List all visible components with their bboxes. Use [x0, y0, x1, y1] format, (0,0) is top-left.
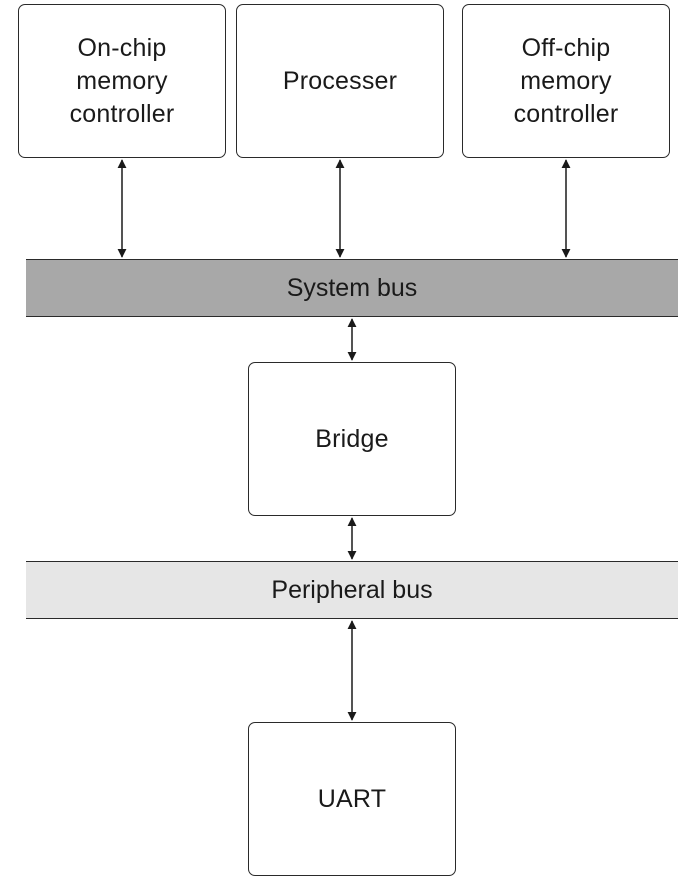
offchip-memory-controller-label: Off-chip memory controller	[513, 33, 619, 128]
uart-box: UART	[248, 722, 456, 876]
bridge-box: Bridge	[248, 362, 456, 516]
bridge-label: Bridge	[315, 424, 389, 453]
processor-box: Processer	[236, 4, 444, 158]
system-bus: System bus	[26, 259, 678, 317]
offchip-memory-controller-box: Off-chip memory controller	[462, 4, 670, 158]
system-bus-label: System bus	[286, 273, 418, 302]
onchip-memory-controller-box: On-chip memory controller	[18, 4, 226, 158]
onchip-memory-controller-label: On-chip memory controller	[69, 33, 175, 128]
processor-label: Processer	[282, 66, 398, 95]
peripheral-bus-label: Peripheral bus	[271, 575, 433, 604]
uart-label: UART	[317, 784, 387, 813]
peripheral-bus: Peripheral bus	[26, 561, 678, 619]
